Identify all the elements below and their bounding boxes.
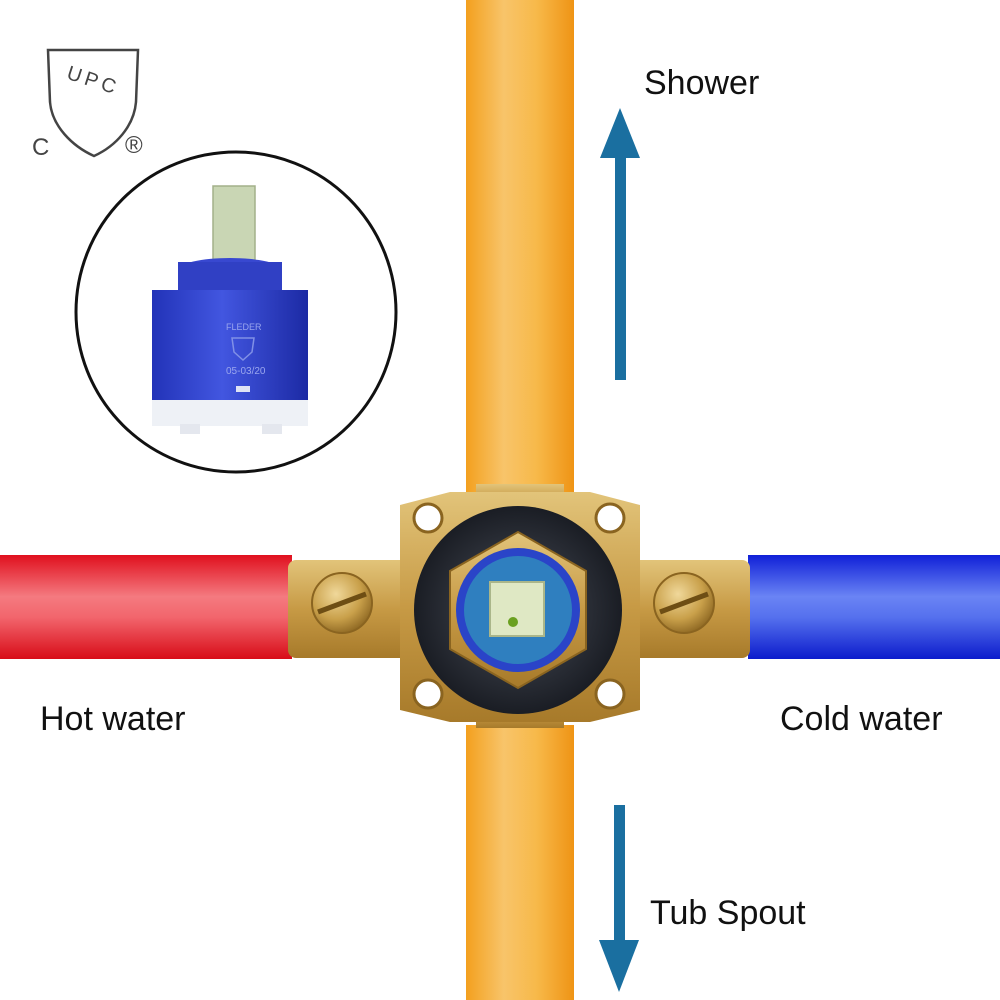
pipe-shower-upper xyxy=(466,0,574,500)
arrow-up-icon xyxy=(600,108,640,380)
pipe-hot xyxy=(0,555,292,659)
pipe-cold xyxy=(748,555,1000,659)
label-tub-spout: Tub Spout xyxy=(650,894,806,932)
label-cold-water: Cold water xyxy=(780,700,943,738)
stop-screw-hot xyxy=(311,572,373,634)
cartridge-code-engraving: 05-03/20 xyxy=(226,366,266,377)
label-shower: Shower xyxy=(644,64,760,102)
cert-c-letter: C xyxy=(32,134,50,161)
cert-registered-symbol: ® xyxy=(125,132,143,159)
pipe-tub-lower xyxy=(466,725,574,1000)
cartridge-inset xyxy=(74,150,398,474)
valve-center xyxy=(414,506,622,714)
cartridge-brand-engraving: FLEDER xyxy=(226,322,262,332)
arrow-down-icon xyxy=(599,805,639,992)
label-hot-water: Hot water xyxy=(40,700,186,738)
stop-screw-cold xyxy=(653,572,715,634)
cupc-shield-icon xyxy=(46,48,140,158)
